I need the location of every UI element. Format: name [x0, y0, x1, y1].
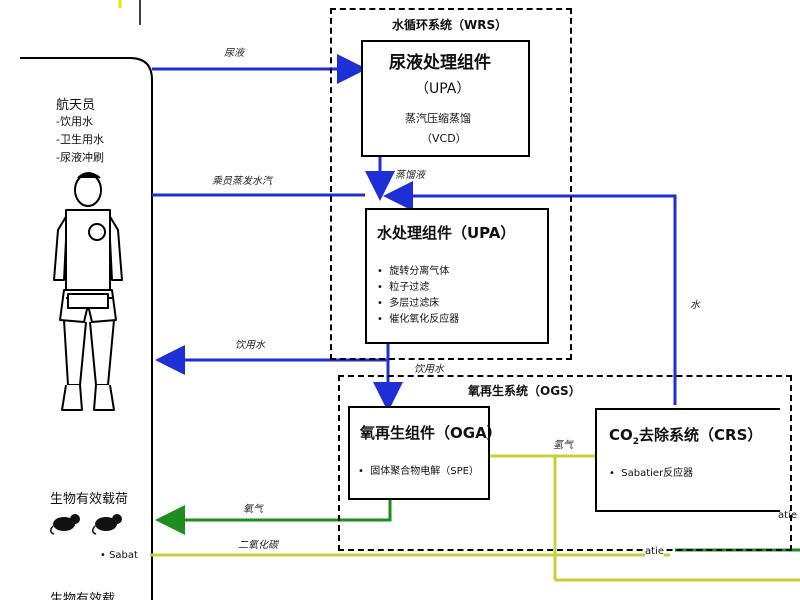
crs-box: CO2去除系统（CRS） • Sabatier反应器 [595, 408, 780, 512]
wrs-title: 水循环系统（WRS） [392, 18, 508, 32]
crs-title: CO2去除系统（CRS） [609, 426, 763, 447]
wpa-item: • 多层过滤床 [377, 298, 440, 309]
crew-title: 航天员 [56, 98, 96, 113]
upa-abbr: （UPA） [415, 81, 471, 97]
crew-bracket [20, 57, 153, 600]
oga-item: • 固体聚合物电解（SPE） [358, 466, 479, 477]
upa-title: 尿液处理组件 [389, 53, 491, 73]
wpa-item: • 催化氧化反应器 [377, 314, 460, 325]
label-distillate: 蒸馏液 [395, 170, 425, 181]
partial-text: atie [778, 510, 797, 521]
upa-box: 尿液处理组件 （UPA） 蒸汽压缩蒸馏 （VCD） [361, 40, 530, 157]
label-urine: 尿液 [224, 48, 244, 59]
mouse-icons [50, 514, 122, 535]
wpa-item: • 旋转分离气体 [377, 266, 450, 277]
label-crew-vapor: 乘员蒸发水汽 [212, 176, 272, 187]
wpa-title: 水处理组件（UPA） [377, 224, 516, 242]
label-co2: 二氧化碳 [238, 540, 278, 551]
oxygen-arrow [155, 497, 392, 535]
label-potable-left: 饮用水 [235, 340, 265, 351]
ogs-title: 氧再生系统（OGS） [468, 384, 581, 398]
wrs-boundary [330, 8, 572, 360]
upa-sub: 蒸汽压缩蒸馏 [405, 112, 471, 125]
bio-title-bottom: 生物有效载 [50, 592, 116, 600]
ogs-boundary [338, 375, 792, 551]
crew-item: -卫生用水 [56, 133, 104, 146]
wpa-box: 水处理组件（UPA） • 旋转分离气体 • 粒子过滤 • 多层过滤床 • 催化氧… [365, 208, 549, 344]
label-potable-down: 饮用水 [414, 364, 444, 375]
label-hydrogen: 氢气 [553, 440, 573, 451]
oga-box: 氧再生组件（OGA） • 固体聚合物电解（SPE） [348, 406, 502, 500]
astronaut-figure [53, 172, 123, 411]
oga-title: 氧再生组件（OGA） [360, 424, 502, 442]
crs-item: • Sabatier反应器 [609, 468, 694, 479]
crew-item: -饮用水 [56, 115, 93, 128]
label-oxygen: 氧气 [243, 504, 263, 515]
water-return-arrow [383, 181, 677, 405]
label-water: 水 [690, 300, 700, 311]
wpa-item: • 粒子过滤 [377, 282, 430, 293]
partial-text: atie [645, 546, 664, 557]
bio-title: 生物有效载荷 [50, 492, 129, 507]
sabat-text: • Sabat [100, 550, 138, 561]
crew-item: -尿液冲刷 [56, 151, 104, 164]
upa-sub-abbr: （VCD） [421, 132, 467, 145]
